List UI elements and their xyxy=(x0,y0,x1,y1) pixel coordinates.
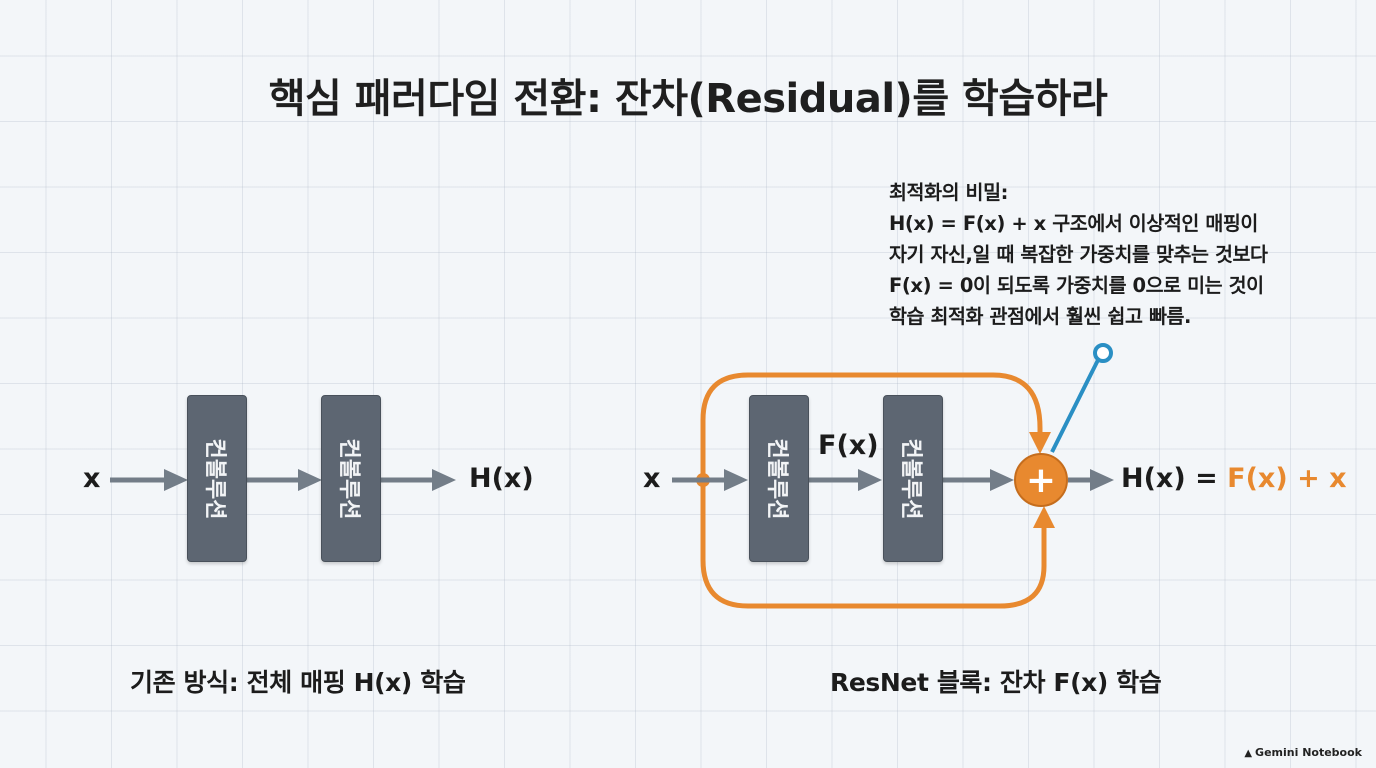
skip-connection xyxy=(700,372,1047,609)
optimization-note: 최적화의 비밀: H(x) = F(x) + x 구조에서 이상적인 매핑이 자… xyxy=(889,177,1359,332)
output-highlight: F(x) + x xyxy=(1227,463,1347,494)
right-input-label: x xyxy=(643,463,661,494)
branding-text: Gemini Notebook xyxy=(1255,746,1362,759)
right-conv-block-2: 컨볼루션 xyxy=(883,395,943,562)
block-label: 컨볼루션 xyxy=(202,438,227,519)
output-prefix: H(x) = xyxy=(1121,463,1228,494)
note-line: 자기 자신,일 때 복잡한 가중치를 맞추는 것보다 xyxy=(889,243,1268,266)
page-title: 핵심 패러다임 전환: 잔차(Residual)를 학습하라 xyxy=(268,76,1108,122)
left-output-label: H(x) xyxy=(469,463,534,494)
note-pointer xyxy=(1050,343,1113,453)
plus-icon: + xyxy=(1026,460,1056,501)
block-label: 컨볼루션 xyxy=(898,438,923,519)
branding: ▲Gemini Notebook xyxy=(1244,746,1362,759)
right-arrows xyxy=(672,469,1114,491)
right-output-label: H(x) = F(x) + x xyxy=(1121,463,1347,494)
block-label: 컨볼루션 xyxy=(764,438,789,519)
note-line: H(x) = F(x) + x 구조에서 이상적인 매핑이 xyxy=(889,212,1258,235)
left-arrows xyxy=(110,469,456,491)
gemini-icon: ▲ xyxy=(1244,748,1253,759)
sum-node: + xyxy=(1014,453,1068,507)
note-line: 학습 최적화 관점에서 훨씬 쉽고 빠름. xyxy=(889,305,1192,328)
left-conv-block-2: 컨볼루션 xyxy=(321,395,381,562)
skip-arrowhead-bottom xyxy=(1033,506,1055,528)
right-caption: ResNet 블록: 잔차 F(x) 학습 xyxy=(830,668,1162,697)
block-label: 컨볼루션 xyxy=(336,438,361,519)
skip-arrowhead-top xyxy=(1029,432,1051,454)
left-input-label: x xyxy=(83,463,101,494)
note-heading: 최적화의 비밀: xyxy=(889,181,1009,204)
left-caption: 기존 방식: 전체 매핑 H(x) 학습 xyxy=(130,668,466,697)
note-line: F(x) = 0이 되도록 가중치를 0으로 미는 것이 xyxy=(889,274,1264,297)
right-conv-block-1: 컨볼루션 xyxy=(749,395,809,562)
residual-label: F(x) xyxy=(818,430,879,461)
left-conv-block-1: 컨볼루션 xyxy=(187,395,247,562)
